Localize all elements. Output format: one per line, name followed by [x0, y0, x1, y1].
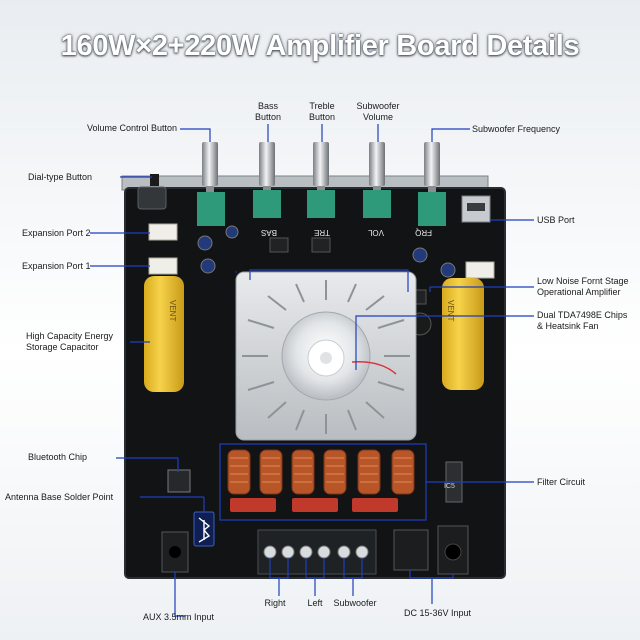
capacitor-left: VENT — [144, 276, 184, 392]
treble-knob[interactable] — [313, 142, 329, 192]
label-dc-input: DC 15-36V Input — [404, 608, 472, 618]
label-right: Right — [264, 598, 286, 608]
bluetooth-chip — [167, 469, 191, 493]
label-usb-port: USB Port — [537, 215, 575, 225]
label-antenna: Antenna Base Solder Point — [5, 492, 114, 502]
label-left: Left — [307, 598, 323, 608]
bass-knob[interactable] — [259, 142, 275, 192]
label-dial-type-button: Dial-type Button — [28, 172, 93, 182]
subwoofer-frequency-knob[interactable] — [424, 142, 440, 192]
capacitor-right: VENT — [442, 278, 484, 390]
right-header-port[interactable] — [465, 261, 495, 279]
label-expansion-port-1: Expansion Port 1 — [22, 261, 91, 271]
annotation-lines — [90, 124, 534, 617]
subwoofer-volume-pot — [363, 190, 391, 218]
dc-terminal[interactable] — [393, 529, 429, 571]
silk-frq: FRQ — [415, 228, 432, 237]
label-bass-button: Bass Button — [254, 101, 282, 122]
silk-vol: VOL — [367, 228, 384, 237]
inductor-row — [227, 449, 415, 512]
svg-text:VENT: VENT — [446, 300, 455, 321]
label-subwoofer: Subwoofer — [333, 598, 377, 608]
bluetooth-icon — [193, 511, 215, 547]
silk-bas: BAS — [261, 228, 277, 237]
subwoofer-frequency-pot — [418, 192, 446, 226]
label-expansion-port-2: Expansion Port 2 — [22, 228, 91, 238]
volume-pot — [197, 192, 225, 226]
svg-text:IC5: IC5 — [444, 483, 455, 490]
subwoofer-volume-knob[interactable] — [369, 142, 385, 192]
volume-knob[interactable] — [202, 142, 218, 192]
dial-switch[interactable] — [137, 186, 167, 210]
treble-pot — [307, 190, 335, 218]
silk-tre: TRE — [314, 228, 330, 237]
label-volume-control-button: Volume Control Button — [87, 123, 178, 133]
label-filter-circuit: Filter Circuit — [537, 477, 586, 487]
label-bluetooth-chip: Bluetooth Chip — [28, 452, 88, 462]
bass-pot — [253, 190, 281, 218]
op-amp-chip — [269, 237, 289, 253]
svg-text:VENT: VENT — [168, 300, 177, 321]
label-low-noise-opamp: Low Noise Fornt Stage Operational Amplif… — [537, 276, 629, 297]
page-title: 160W×2+220W Amplifier Board Details — [60, 30, 580, 62]
label-subwoofer-volume: Subwoofer Volume — [356, 101, 400, 122]
expansion-port-2[interactable] — [148, 223, 178, 241]
label-dual-chips: Dual TDA7498E Chips & Heatsink Fan — [537, 310, 628, 331]
label-capacitor: High Capacity Energy Storage Capacitor — [26, 331, 114, 352]
label-subwoofer-frequency: Subwoofer Frequency — [472, 124, 561, 134]
expansion-port-1[interactable] — [148, 257, 178, 275]
label-treble-button: Treble Button — [308, 101, 336, 122]
fan-icon — [307, 339, 345, 377]
label-aux-input: AUX 3.5mm Input — [143, 612, 215, 622]
